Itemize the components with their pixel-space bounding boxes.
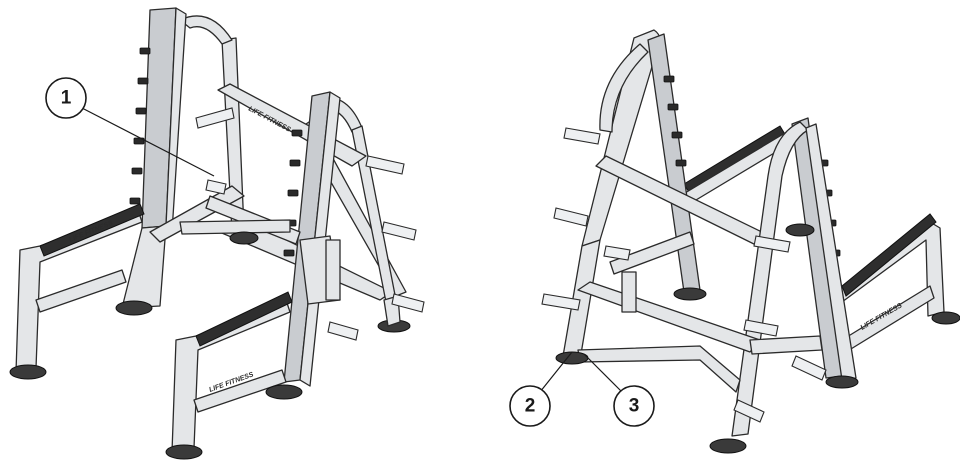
- callout-1: 1: [45, 77, 215, 177]
- hook-column-rear-left: [663, 75, 687, 167]
- weight-pegs-left-view: [195, 107, 425, 341]
- weight-pegs-right-view: [541, 127, 827, 423]
- hook-column-left: [129, 47, 151, 205]
- callout-1-label: 1: [61, 88, 72, 109]
- rack-rear-view: LIFE FITNESS: [541, 29, 960, 454]
- callout-2-label: 2: [525, 396, 536, 417]
- callout-2: 2: [509, 351, 573, 427]
- callout-3-label: 3: [629, 396, 640, 417]
- callout-3: 3: [583, 353, 655, 427]
- rack-front-view: LIFE FITNESS: [9, 7, 425, 460]
